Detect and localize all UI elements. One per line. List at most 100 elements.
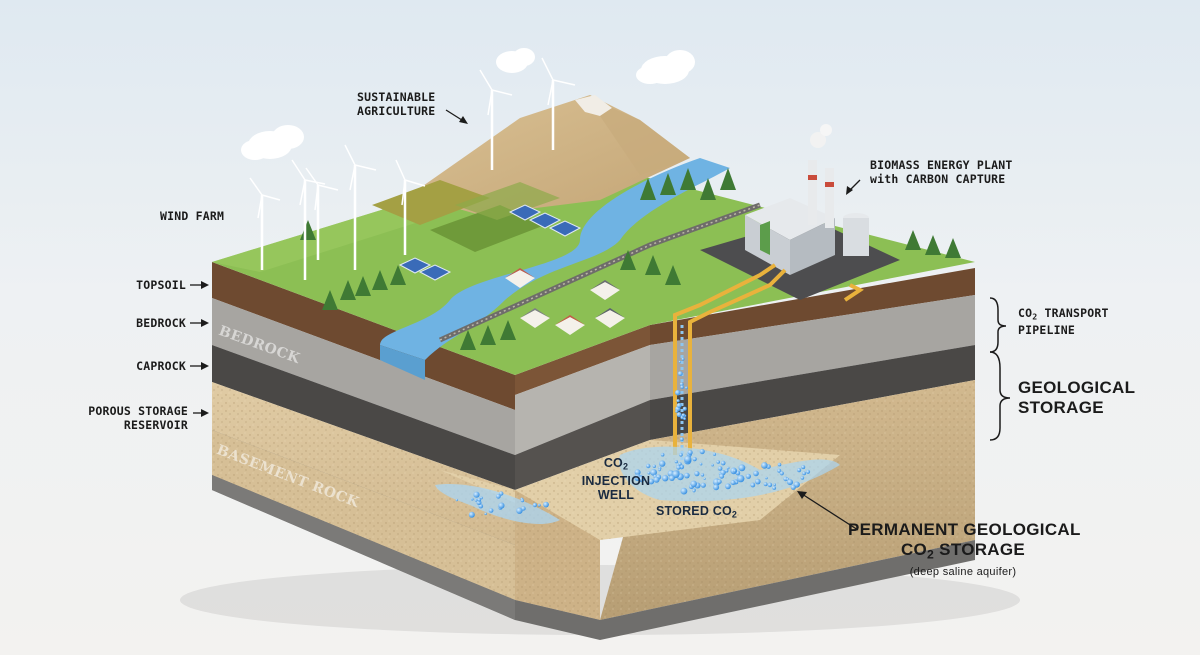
co2-bubble xyxy=(684,455,692,463)
co2-bubble xyxy=(733,469,737,473)
co2-bubble xyxy=(805,469,811,474)
co2-bubble xyxy=(652,464,656,468)
co2-bubble xyxy=(694,471,700,477)
co2-bubble xyxy=(477,497,482,502)
co2-bubble xyxy=(767,482,773,488)
co2-bubble xyxy=(755,478,761,485)
co2-bubble xyxy=(773,483,776,486)
co2-bubble xyxy=(520,498,525,503)
injection-line-3: WELL xyxy=(597,487,635,502)
co2-bubble xyxy=(763,482,768,487)
injection-line-2: INJECTION xyxy=(581,473,651,488)
biomass-line-1: BIOMASS ENERGY PLANT xyxy=(870,158,1013,172)
geological-storage-line-2: STORAGE xyxy=(1018,398,1104,417)
co2-bubble xyxy=(700,482,706,488)
cloud-right xyxy=(636,50,695,84)
co2-bubble xyxy=(455,498,458,502)
co2-bubble xyxy=(672,470,680,478)
co2-bubble xyxy=(484,512,487,516)
clouds xyxy=(241,48,695,160)
co2-bubble xyxy=(662,475,669,482)
co2-bubble xyxy=(699,462,703,466)
label-sustainable-agriculture: SUSTAINABLE AGRICULTURE xyxy=(357,90,436,118)
co2-bubble xyxy=(648,478,655,485)
co2-bubble xyxy=(680,385,684,389)
trees xyxy=(300,168,961,350)
permanent-prefix: CO xyxy=(900,540,928,559)
co2-bubble xyxy=(717,479,722,484)
label-geological-storage: GEOLOGICAL STORAGE xyxy=(1018,378,1135,418)
co2-bubble xyxy=(516,507,523,514)
front-face-strata xyxy=(212,262,600,620)
leader-arrows xyxy=(190,109,1011,531)
co2-bubble xyxy=(737,474,745,483)
co2-bubble xyxy=(647,471,651,475)
co2-bubble xyxy=(537,503,541,507)
co2-bubble xyxy=(676,412,682,418)
co2-bubble xyxy=(699,448,705,455)
co2-bubble xyxy=(498,502,505,509)
co2-bubble xyxy=(765,476,768,480)
co2-bubble xyxy=(474,498,478,502)
label-porous-storage: POROUS STORAGE RESERVOIR xyxy=(88,404,188,432)
geological-storage-line-1: GEOLOGICAL xyxy=(1018,378,1136,397)
co2-bubble xyxy=(750,482,756,488)
stored-subscript: 2 xyxy=(731,509,738,520)
co2-bubble xyxy=(772,486,777,490)
co2-plume-left xyxy=(435,484,560,525)
right-face-basement xyxy=(600,540,975,640)
label-permanent-storage: PERMANENT GEOLOGICAL CO2 STORAGE (deep s… xyxy=(848,520,1080,579)
co2-bubble xyxy=(725,483,731,490)
co2-transport-prefix: CO xyxy=(1018,306,1033,320)
crop-field-3 xyxy=(455,182,560,220)
notch-bedrock xyxy=(515,345,650,455)
co2-bubble xyxy=(676,465,681,470)
co2-bubble xyxy=(674,460,678,464)
co2-bubble xyxy=(779,471,784,476)
co2-bubble xyxy=(801,465,806,470)
crop-field-2 xyxy=(430,205,545,252)
co2-bubble xyxy=(675,389,681,396)
label-topsoil: TOPSOIL xyxy=(136,278,186,292)
co2-bubble xyxy=(712,452,717,456)
co2-bubble xyxy=(638,476,645,483)
permanent-note: (deep saline aquifer) xyxy=(909,565,1017,578)
co2-bubble xyxy=(753,470,759,477)
co2-bubble xyxy=(690,480,697,488)
co2-bubble xyxy=(717,466,723,471)
label-stored-co2: STORED CO2 xyxy=(656,504,737,522)
crop-field-1 xyxy=(372,180,490,225)
co2-bubble xyxy=(679,437,684,442)
co2-bubble xyxy=(724,468,729,473)
co2-bubble xyxy=(726,466,730,470)
co2-bubble xyxy=(471,497,474,501)
co2-bubble xyxy=(660,452,665,457)
label-wind-farm: WIND FARM xyxy=(160,209,225,223)
co2-bubble xyxy=(790,484,796,490)
injection-subscript: 2 xyxy=(622,461,629,472)
co2-bubble xyxy=(468,511,475,518)
chimney-2 xyxy=(825,168,834,228)
co2-pipeline xyxy=(673,263,864,455)
co2-bubble xyxy=(738,464,746,472)
co2-bubble xyxy=(716,460,720,464)
co2-bubble xyxy=(730,480,736,486)
co2-bubble xyxy=(720,460,726,466)
co2-bubble xyxy=(703,477,706,480)
co2-bubble xyxy=(675,410,678,413)
co2-bubble xyxy=(543,501,549,508)
co2-bubble xyxy=(681,357,685,361)
co2-bubble xyxy=(650,469,657,476)
right-face-caprock xyxy=(650,345,975,440)
co2-bubble xyxy=(687,450,693,455)
biomass-line-2: with CARBON CAPTURE xyxy=(870,172,1006,186)
co2-bubble xyxy=(678,462,682,466)
stored-prefix: STORED CO xyxy=(656,504,732,518)
co2-bubble xyxy=(488,508,494,513)
co2-bubble xyxy=(711,463,714,467)
co2-bubble xyxy=(532,502,538,508)
co2-transport-subscript: 2 xyxy=(1032,311,1038,322)
cloud-top xyxy=(496,48,535,73)
chimney-1 xyxy=(808,160,817,225)
